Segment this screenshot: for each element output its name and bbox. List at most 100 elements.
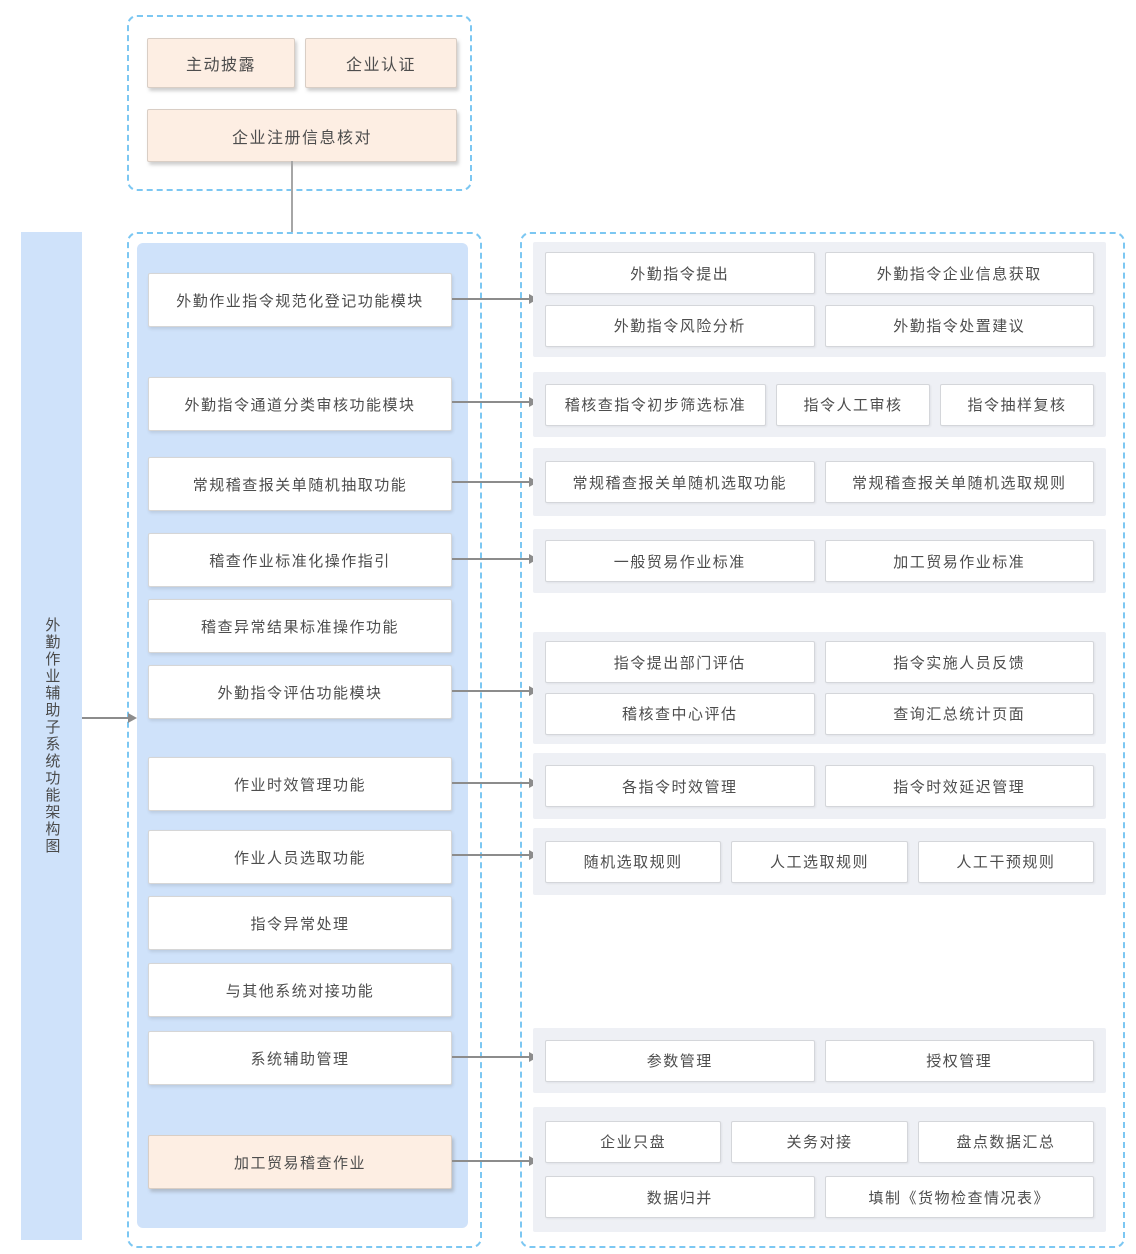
- sub-function-label: 外勤指令处置建议: [893, 318, 1026, 336]
- top-box-registration-check: 企业注册信息核对: [147, 109, 457, 162]
- sub-function-label: 外勤指令提出: [630, 265, 730, 283]
- sub-function-box: 指令人工审核: [775, 383, 930, 426]
- sub-function-box: 关务对接: [731, 1120, 908, 1163]
- module-label: 常规稽查报关单随机抽取功能: [192, 476, 408, 494]
- sub-function-label: 查询汇总统计页面: [893, 706, 1026, 724]
- module-label: 稽查异常结果标准操作功能: [200, 618, 399, 636]
- sub-function-box: 指令提出部门评估: [545, 641, 815, 684]
- module-label: 系统辅助管理: [250, 1050, 350, 1068]
- connector-arrow: [452, 477, 538, 487]
- sub-function-box: 企业只盘: [545, 1120, 722, 1163]
- sub-function-label: 人工选取规则: [769, 854, 869, 871]
- sub-function-box: 外勤指令提出: [545, 252, 815, 295]
- sub-function-box: 外勤指令风险分析: [545, 304, 815, 347]
- group-registration: 外勤指令提出 外勤指令企业信息获取 外勤指令风险分析 外勤指令处置建议: [533, 242, 1106, 357]
- module-instruction-exception: 指令异常处理: [148, 896, 452, 950]
- sub-function-box: 参数管理: [545, 1039, 815, 1082]
- module-random-extraction: 常规稽查报关单随机抽取功能: [148, 457, 452, 511]
- group-personnel-selection: 随机选取规则 人工选取规则 人工干预规则: [533, 828, 1106, 895]
- module-label: 指令异常处理: [250, 915, 350, 933]
- sub-function-label: 指令人工审核: [803, 397, 903, 414]
- top-box-label: 企业注册信息核对: [231, 129, 372, 147]
- top-box-enterprise-certification: 企业认证: [305, 38, 457, 88]
- sub-function-label: 各指令时效管理: [621, 778, 738, 796]
- sub-function-box: 一般贸易作业标准: [545, 540, 815, 582]
- group-standard-guide: 一般贸易作业标准 加工贸易作业标准: [533, 529, 1106, 593]
- connector-line: [291, 161, 293, 267]
- sub-function-label: 常规稽查报关单随机选取规则: [851, 474, 1067, 492]
- sub-function-label: 外勤指令企业信息获取: [876, 265, 1042, 283]
- sub-function-box: 常规稽查报关单随机选取功能: [545, 461, 815, 503]
- sub-function-box: 人工选取规则: [731, 840, 908, 883]
- module-label: 外勤指令通道分类审核功能模块: [184, 396, 416, 414]
- module-abnormal-result: 稽查异常结果标准操作功能: [148, 599, 452, 653]
- group-random-selection: 常规稽查报关单随机选取功能 常规稽查报关单随机选取规则: [533, 448, 1106, 516]
- sub-function-box: 各指令时效管理: [545, 765, 815, 807]
- sub-function-box: 外勤指令处置建议: [824, 304, 1094, 347]
- connector-arrow: [452, 850, 538, 860]
- sub-function-label: 指令时效延迟管理: [893, 778, 1026, 796]
- module-registration: 外勤作业指令规范化登记功能模块: [148, 273, 452, 327]
- sub-function-label: 外勤指令风险分析: [613, 318, 746, 336]
- sub-function-box: 指令时效延迟管理: [824, 765, 1094, 807]
- top-dashed-container: 主动披露 企业认证 企业注册信息核对: [127, 15, 472, 191]
- sub-function-box: 指令抽样复核: [939, 383, 1094, 426]
- top-box-active-disclosure: 主动披露: [147, 38, 295, 88]
- module-label: 稽查作业标准化操作指引: [209, 552, 391, 570]
- connector-arrow: [452, 1156, 538, 1166]
- connector-arrow: [452, 294, 538, 304]
- module-system-aux-management: 系统辅助管理: [148, 1031, 452, 1085]
- connector-arrow: [452, 1052, 538, 1062]
- connector-arrow: [452, 554, 538, 564]
- sub-function-label: 随机选取规则: [583, 854, 683, 871]
- sub-function-box: 随机选取规则: [545, 840, 722, 883]
- sub-function-label: 数据归并: [646, 1189, 713, 1207]
- top-box-label: 主动披露: [185, 57, 256, 74]
- sub-function-label: 盘点数据汇总: [956, 1134, 1056, 1152]
- sub-function-label: 授权管理: [926, 1053, 993, 1070]
- connector-arrow: [452, 397, 538, 407]
- sub-function-label: 指令抽样复核: [967, 397, 1067, 414]
- group-evaluation: 指令提出部门评估 指令实施人员反馈 稽核查中心评估 查询汇总统计页面: [533, 632, 1106, 744]
- module-label: 外勤作业指令规范化登记功能模块: [176, 292, 424, 310]
- sub-function-box: 填制《货物检查情况表》: [824, 1176, 1094, 1219]
- sub-function-box: 加工贸易作业标准: [824, 540, 1094, 582]
- group-channel-audit: 稽核查指令初步筛选标准 指令人工审核 指令抽样复核: [533, 372, 1106, 437]
- module-label: 与其他系统对接功能: [225, 982, 375, 1000]
- module-evaluation: 外勤指令评估功能模块: [148, 665, 452, 719]
- sub-function-label: 参数管理: [646, 1053, 713, 1070]
- sub-function-label: 指令提出部门评估: [613, 654, 746, 672]
- sub-function-box: 盘点数据汇总: [917, 1120, 1094, 1163]
- sub-function-box: 常规稽查报关单随机选取规则: [824, 461, 1094, 503]
- sub-function-label: 稽核查指令初步筛选标准: [564, 397, 747, 414]
- diagram-title: 外勤作业辅助子系统功能架构图: [43, 617, 61, 855]
- module-standard-guide: 稽查作业标准化操作指引: [148, 533, 452, 587]
- sub-function-label: 企业只盘: [600, 1134, 667, 1152]
- module-label: 加工贸易稽查作业: [233, 1154, 366, 1172]
- module-channel-audit: 外勤指令通道分类审核功能模块: [148, 377, 452, 431]
- connector-arrow: [82, 713, 137, 723]
- sub-function-box: 指令实施人员反馈: [824, 641, 1094, 684]
- sub-function-box: 外勤指令企业信息获取: [824, 252, 1094, 295]
- sub-function-label: 关务对接: [786, 1134, 853, 1152]
- sub-function-box: 授权管理: [824, 1039, 1094, 1082]
- sub-function-box: 稽核查指令初步筛选标准: [545, 383, 766, 426]
- sub-function-box: 查询汇总统计页面: [824, 692, 1094, 735]
- group-processing-trade: 企业只盘 关务对接 盘点数据汇总 数据归并 填制《货物检查情况表》: [533, 1107, 1106, 1232]
- sub-function-label: 稽核查中心评估: [621, 706, 738, 724]
- module-system-integration: 与其他系统对接功能: [148, 963, 452, 1017]
- sub-function-label: 常规稽查报关单随机选取功能: [572, 474, 787, 492]
- connector-arrow: [452, 686, 538, 696]
- module-personnel-selection: 作业人员选取功能: [148, 830, 452, 884]
- sub-function-box: 数据归并: [545, 1176, 815, 1219]
- sub-function-box: 稽核查中心评估: [545, 692, 815, 735]
- sub-function-label: 指令实施人员反馈: [893, 654, 1026, 672]
- sub-function-label: 人工干预规则: [956, 854, 1056, 871]
- module-processing-trade-audit: 加工贸易稽查作业: [148, 1135, 452, 1189]
- top-box-label: 企业认证: [345, 57, 416, 74]
- module-label: 作业人员选取功能: [233, 849, 366, 867]
- module-label: 作业时效管理功能: [233, 776, 366, 794]
- group-system-aux: 参数管理 授权管理: [533, 1028, 1106, 1093]
- module-label: 外勤指令评估功能模块: [217, 684, 383, 702]
